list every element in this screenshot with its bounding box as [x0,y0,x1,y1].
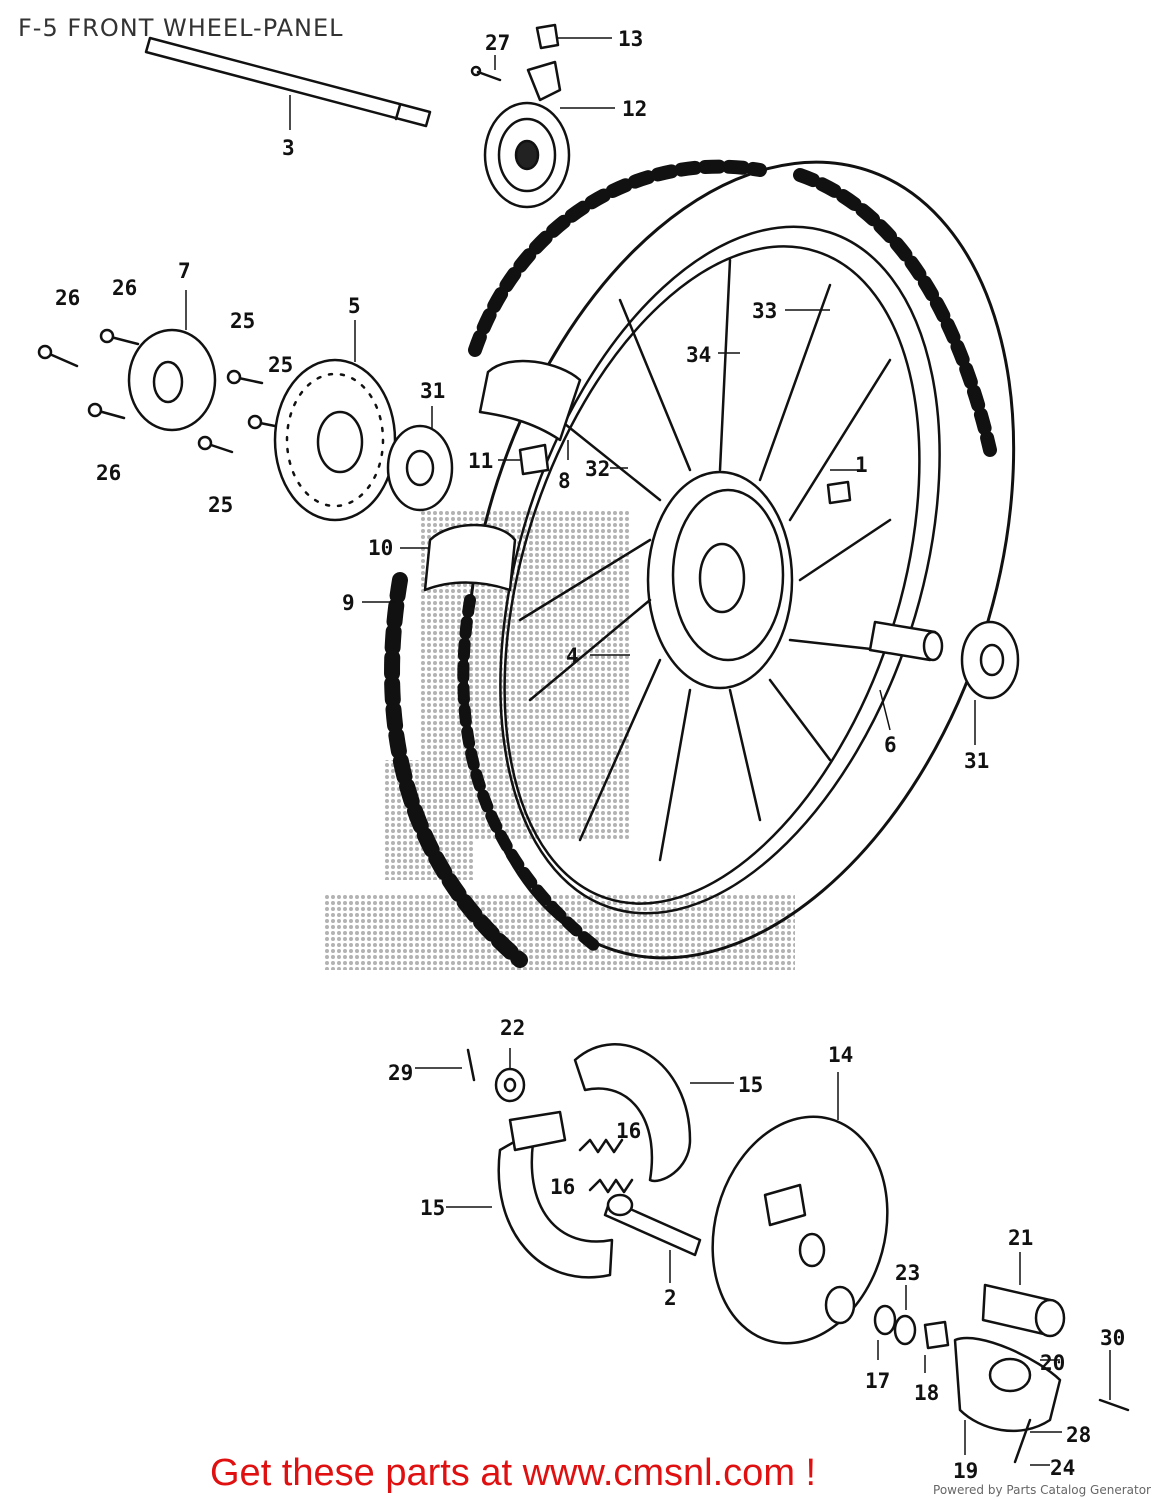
brake-shoe-lower [497,1110,614,1279]
brake-cam [603,1193,702,1257]
callout-24: 24 [1050,1456,1075,1480]
callout-31b: 31 [964,749,989,773]
callout-26b: 26 [112,276,137,300]
brake-disc [273,358,397,522]
callout-23: 23 [895,1261,920,1285]
callout-3: 3 [282,136,295,160]
callout-25a: 25 [230,309,255,333]
callout-29: 29 [388,1061,413,1085]
callout-2: 2 [664,1286,677,1310]
callout-31a: 31 [420,379,445,403]
callout-33: 33 [752,299,777,323]
callout-17: 17 [865,1369,890,1393]
callout-5: 5 [348,294,361,318]
bolt-set [37,328,287,454]
callout-16b: 16 [550,1175,575,1199]
callouts: 3 27 13 12 26 26 7 25 5 25 31 26 25 33 3… [55,27,1125,1483]
axle [144,36,432,128]
small-parts [466,1048,950,1350]
callout-25b: 25 [268,353,293,377]
callout-8: 8 [558,469,571,493]
callout-10: 10 [368,536,393,560]
bearing-lower [960,620,1020,700]
callout-6: 6 [884,733,897,757]
callout-14: 14 [828,1043,853,1067]
brake-shoe-upper [573,1043,692,1183]
bearing-upper [386,424,454,512]
callout-18: 18 [914,1381,939,1405]
brake-springs [578,1138,634,1194]
callout-19: 19 [953,1459,978,1483]
callout-4: 4 [566,644,579,668]
collar [981,1283,1066,1338]
leader-lines [185,37,1111,1466]
diagram-title: F-5 FRONT WHEEL-PANEL [18,14,344,42]
callout-1: 1 [855,453,868,477]
tire [384,572,606,968]
tire-tube [478,359,582,476]
callout-34: 34 [686,343,711,367]
callout-22: 22 [500,1016,525,1040]
rim-band [423,523,517,592]
callout-30: 30 [1100,1326,1125,1350]
callout-9: 9 [342,591,355,615]
callout-16a: 16 [616,1119,641,1143]
wheel-assembly [464,159,1016,960]
callout-32: 32 [585,457,610,481]
callout-26c: 26 [96,461,121,485]
callout-15b: 15 [420,1196,445,1220]
brake-panel [711,1115,889,1345]
callout-11: 11 [468,449,493,473]
brake-arm [953,1336,1130,1464]
callout-21: 21 [1008,1226,1033,1250]
callout-20: 20 [1040,1351,1065,1375]
callout-12: 12 [622,97,647,121]
callout-13: 13 [618,27,643,51]
callout-27: 27 [485,31,510,55]
speedometer-gearbox [470,23,571,209]
callout-25c: 25 [208,493,233,517]
callout-15a: 15 [738,1073,763,1097]
callout-26a: 26 [55,286,80,310]
powered-by-credit: Powered by Parts Catalog Generator [933,1483,1151,1497]
callout-28: 28 [1066,1423,1091,1447]
hub-flange [127,328,217,432]
callout-7: 7 [178,259,191,283]
cta-link[interactable]: Get these parts at www.cmsnl.com ! [210,1452,817,1494]
